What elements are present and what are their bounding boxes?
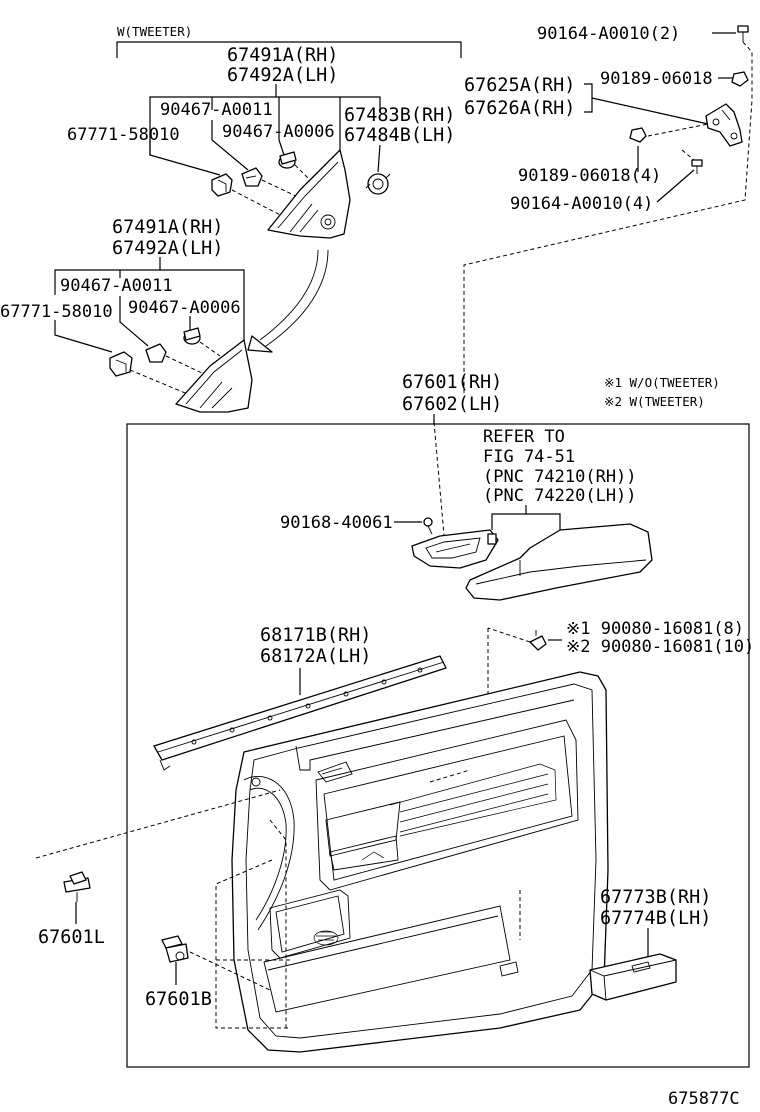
nut-top-icon <box>731 71 749 87</box>
assembly-arrow <box>247 249 329 353</box>
screw-panel-icon <box>423 517 433 535</box>
clip-note-without-tweeter: ※1 90080-16081(8) <box>566 619 744 639</box>
tweeter-67484b-lh-label: 67484B(LH) <box>344 125 455 146</box>
tweeter-group: W(TWEETER) 67491A(RH) 67492A(LH) 90467-A… <box>67 24 462 353</box>
corner-garnish-upper-icon <box>267 149 351 239</box>
clip-90467-a0011-label: 90467-A0011 <box>160 100 273 120</box>
inner-handle-bezel-icon <box>411 529 499 569</box>
clip-90467-a0006-label: 90467-A0006 <box>222 122 335 142</box>
nut-bottom-icon <box>629 127 647 143</box>
pocket-icon <box>589 953 677 1001</box>
bracket-67626a-rh-label: 67626A(RH) <box>464 98 575 119</box>
lower-clip-a0011-icon <box>145 343 167 363</box>
panel-67601-rh-label: 67601(RH) <box>402 372 502 393</box>
weatherstrip-68172a-lh-label: 68172A(LH) <box>260 646 371 667</box>
bracket-67625a-rh-label: 67625A(RH) <box>464 75 575 96</box>
door-trim-panel-icon <box>231 671 609 1053</box>
tweeter-icon <box>365 173 391 195</box>
clip-67601b-label: 67601B <box>145 989 212 1010</box>
screw-90164-a0010-4-label: 90164-A0010(4) <box>510 194 653 214</box>
tweeter-group-label: W(TWEETER) <box>117 24 192 39</box>
screw-bottom-icon <box>691 159 703 174</box>
lower-garnish-group: 67491A(RH) 67492A(LH) 90467-A0011 90467-… <box>0 217 253 413</box>
refer-pnc-rh-label: (PNC 74210(RH)) <box>483 467 637 487</box>
lower-part-67492a-lh-label: 67492A(LH) <box>112 238 223 259</box>
part-67492a-lh-label: 67492A(LH) <box>227 65 338 86</box>
armrest-icon <box>465 523 653 601</box>
panel-67602-lh-label: 67602(LH) <box>402 394 502 415</box>
lower-part-67491a-rh-label: 67491A(RH) <box>112 217 223 238</box>
note-with-tweeter: ※2 W(TWEETER) <box>604 394 705 409</box>
retainer-67771-58010-label: 67771-58010 <box>67 125 180 145</box>
screw-90168-40061-label: 90168-40061 <box>280 513 393 533</box>
weatherstrip-68171b-rh-label: 68171B(RH) <box>260 625 371 646</box>
refer-to-label: REFER TO <box>483 427 565 447</box>
notes: ※1 W/O(TWEETER) ※2 W(TWEETER) <box>604 375 720 409</box>
clip-67601l-label: 67601L <box>38 927 105 948</box>
nut-90189-06018-label: 90189-06018 <box>600 69 713 89</box>
tweeter-67483b-rh-label: 67483B(RH) <box>344 105 455 126</box>
screw-top-icon <box>737 25 749 42</box>
bracket-icon <box>705 103 743 147</box>
lower-clip-90467-a0006-label: 90467-A0006 <box>128 298 241 318</box>
clip-a0011-icon <box>241 167 263 187</box>
corner-garnish-lower-icon <box>175 339 253 413</box>
nut-90189-06018-4-label: 90189-06018(4) <box>518 166 661 186</box>
panel-frame <box>126 423 750 1068</box>
clip-90080-icon <box>529 630 547 651</box>
weatherstrip-icon <box>153 655 447 771</box>
screw-90164-a0010-2-label: 90164-A0010(2) <box>537 24 680 44</box>
lower-clip-a0006-icon <box>183 327 201 345</box>
pocket-67774b-lh-label: 67774B(LH) <box>600 908 711 929</box>
clip-67601l-icon <box>63 871 91 902</box>
retainer-clip-icon <box>211 173 233 197</box>
note-without-tweeter: ※1 W/O(TWEETER) <box>604 375 720 390</box>
panel-group: REFER TO FIG 74-51 (PNC 74210(RH)) (PNC … <box>35 421 754 1053</box>
clip-note-with-tweeter: ※2 90080-16081(10) <box>566 637 754 657</box>
lower-retainer-clip-icon <box>109 351 133 377</box>
part-67491a-rh-label: 67491A(RH) <box>227 45 338 66</box>
figure-id: 675877C <box>668 1089 740 1109</box>
clip-67601b-icon <box>161 935 189 963</box>
refer-pnc-lh-label: (PNC 74220(LH)) <box>483 486 637 506</box>
pocket-67773b-rh-label: 67773B(RH) <box>600 887 711 908</box>
bracket-group: 90164-A0010(2) 67625A(RH) 67626A(RH) 901… <box>463 24 753 395</box>
lower-retainer-67771-58010-label: 67771-58010 <box>0 302 113 322</box>
lower-clip-90467-a0011-label: 90467-A0011 <box>60 276 173 296</box>
refer-fig-label: FIG 74-51 <box>483 447 575 467</box>
clip-a0006-icon <box>278 151 297 169</box>
